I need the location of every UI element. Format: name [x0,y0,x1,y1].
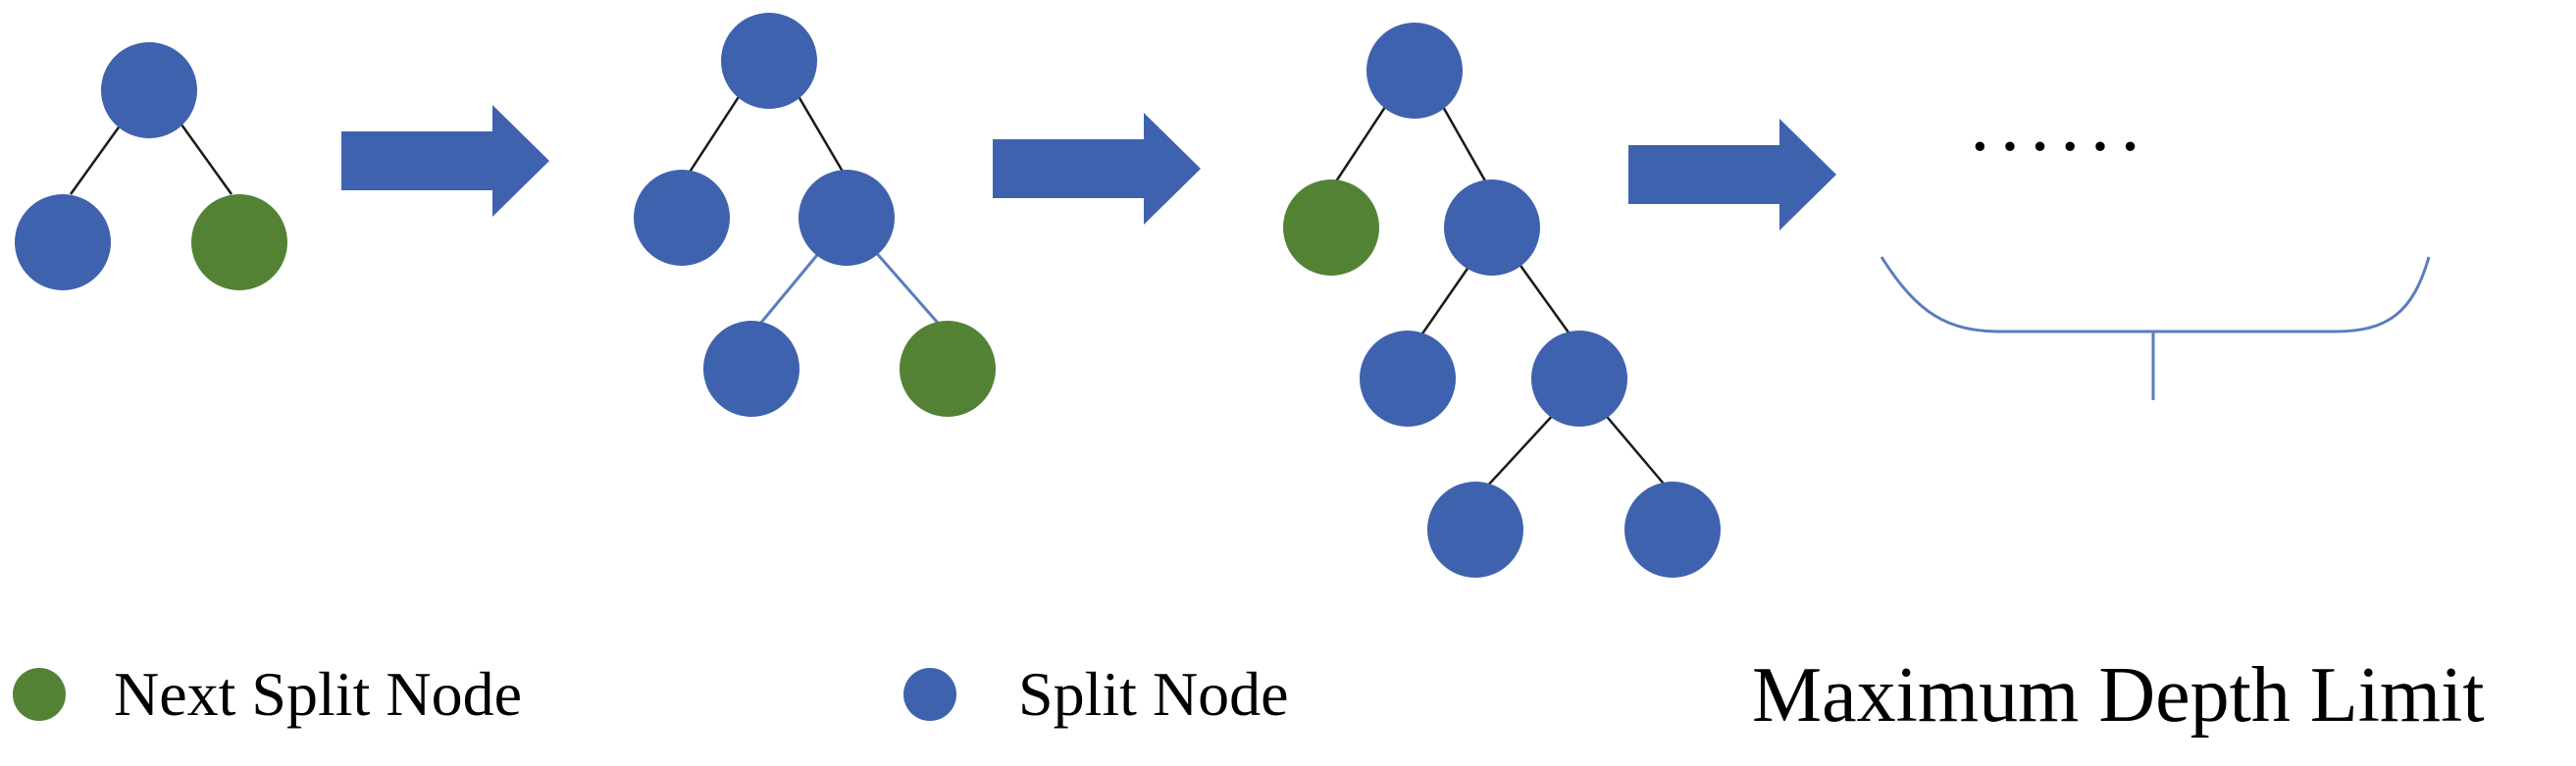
max-depth-bracket [1880,256,2431,333]
tree-node-right-left [1360,331,1456,427]
tree-node-right [191,194,287,290]
legend-next-split-label: Next Split Node [114,659,522,729]
tree-node-right-right [1531,331,1627,427]
tree-node-left [15,194,111,290]
legend-next-split-dot [13,668,66,721]
tree-edge [1602,411,1669,489]
tree-edge [753,248,824,331]
tree-node-left [1283,179,1379,276]
arrow-right-1 [341,105,549,217]
legend-split-dot [903,668,956,721]
tree-edge [1484,411,1557,489]
tree-node-right-right-left [1427,482,1523,578]
tree-node-right [1444,179,1540,276]
tree-node-right [799,170,895,266]
tree-stage-1 [15,42,287,290]
tree-edge [1332,97,1393,185]
tree-node-root [721,13,817,109]
tree-node-right-left [703,321,799,417]
tree-node-right-right [900,321,996,417]
tree-edge [1417,262,1473,340]
tree-stage-2 [634,13,996,417]
tree-edge [69,117,128,195]
tree-edge [175,117,233,195]
legend-split-label: Split Node [1018,659,1289,729]
tree-stage-3 [1283,23,1721,578]
tree-edge [1517,262,1575,340]
arrow-right-2 [993,113,1201,225]
tree-node-root [1366,23,1463,119]
tree-edge [685,85,747,178]
tree-node-root [101,42,197,138]
continuation-ellipsis: ······ [1967,104,2147,190]
tree-edge [871,248,946,331]
legend-max-depth-label: Maximum Depth Limit [1752,652,2485,739]
tree-node-left [634,170,730,266]
tree-edge [791,85,848,178]
arrow-right-3 [1628,119,1836,230]
tree-node-right-right-right [1624,482,1721,578]
tree-edge [1436,97,1489,185]
